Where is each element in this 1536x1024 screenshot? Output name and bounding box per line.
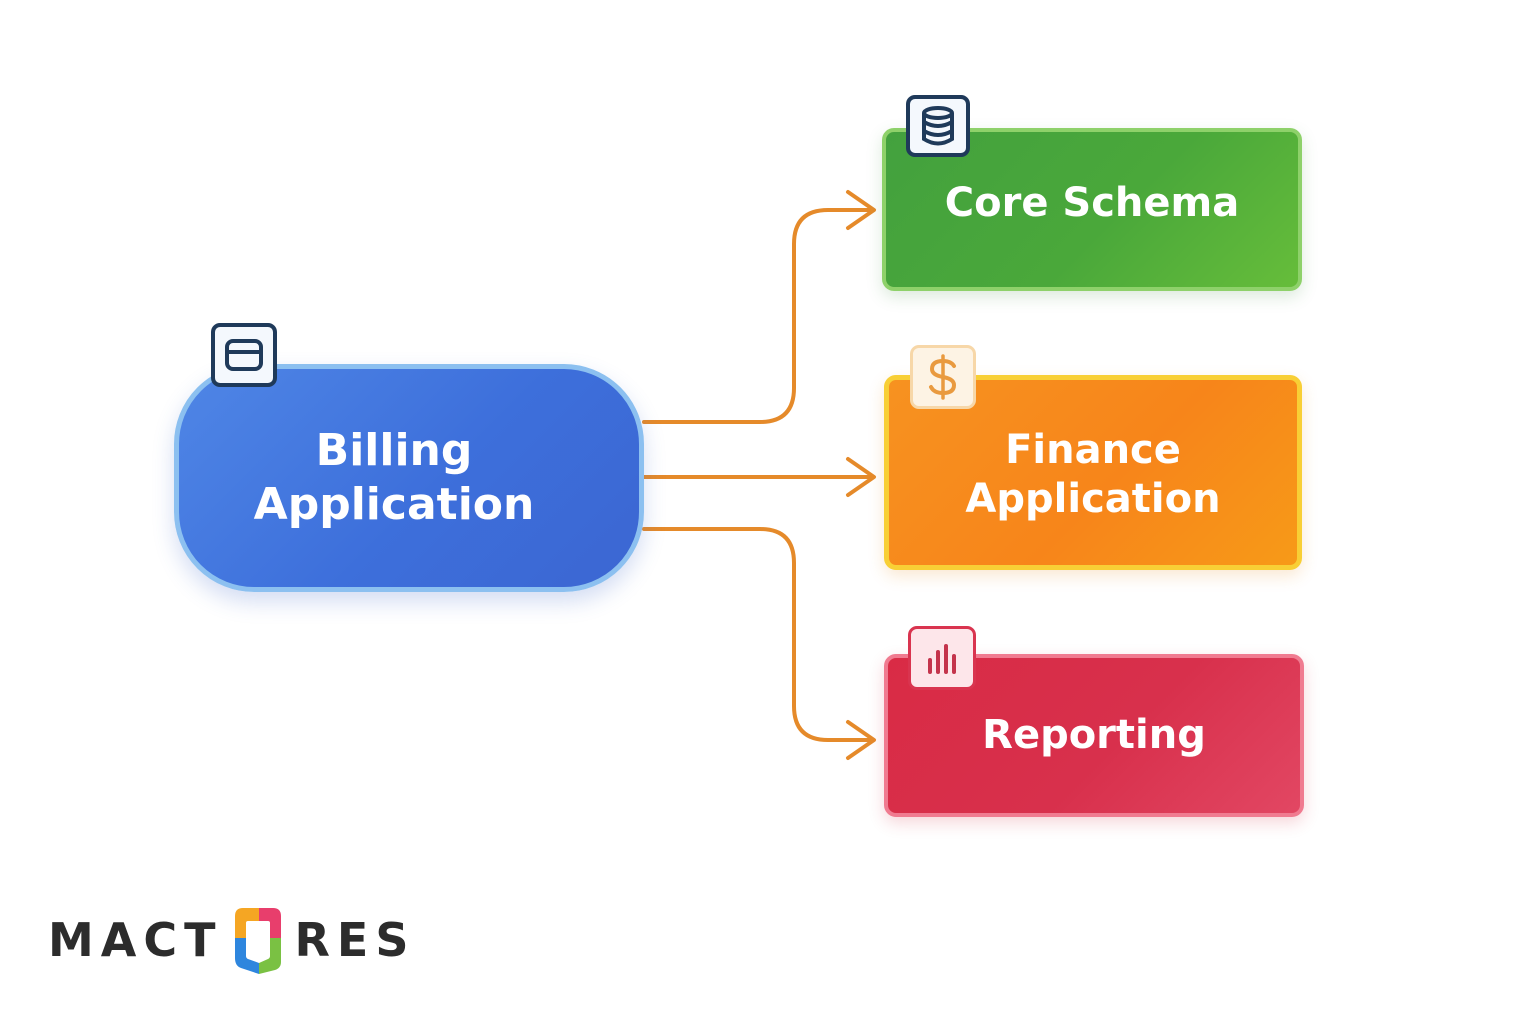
node-finance-application[interactable]: Finance Application bbox=[884, 375, 1302, 570]
node-reporting-label: Reporting bbox=[982, 712, 1206, 759]
card-window-icon bbox=[211, 323, 277, 387]
brand-logo: MACT RES bbox=[48, 904, 416, 976]
node-billing-label-line1: Billing bbox=[315, 425, 473, 477]
node-billing-application[interactable]: Billing Application bbox=[174, 364, 644, 592]
edge-billing-core bbox=[642, 208, 874, 424]
arrowhead-reporting bbox=[846, 720, 876, 760]
arrowhead-core bbox=[846, 190, 876, 230]
brand-o-mark-icon bbox=[234, 908, 281, 974]
node-finance-label-line2: Application bbox=[965, 475, 1221, 522]
bar-chart-icon bbox=[908, 626, 976, 690]
dollar-icon bbox=[910, 345, 976, 409]
edge-billing-reporting bbox=[642, 527, 874, 742]
node-core-label: Core Schema bbox=[944, 180, 1240, 227]
brand-name-left: MACT bbox=[48, 913, 223, 967]
database-icon bbox=[906, 95, 970, 157]
arrowhead-finance bbox=[846, 457, 876, 497]
brand-name-right: RES bbox=[294, 913, 416, 967]
node-finance-label-line1: Finance bbox=[1005, 426, 1181, 473]
node-reporting[interactable]: Reporting bbox=[884, 654, 1304, 817]
node-billing-label-line2: Application bbox=[253, 479, 535, 530]
node-core-schema[interactable]: Core Schema bbox=[882, 128, 1302, 291]
